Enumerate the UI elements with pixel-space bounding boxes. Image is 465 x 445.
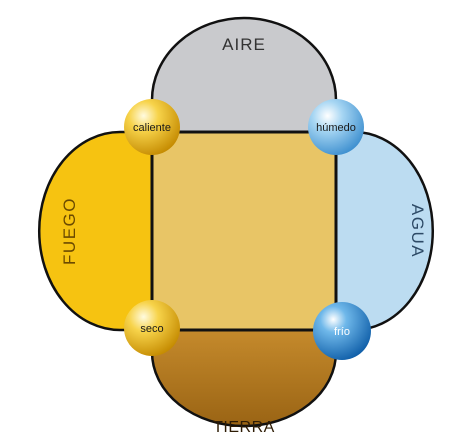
earth-region [150,328,338,428]
wet-quality: húmedo [308,99,364,155]
water-label: AGUA [408,204,427,258]
wet-label: húmedo [316,122,356,134]
air-label: AIRE [222,35,266,54]
dry-quality: seco [124,300,180,356]
cold-quality: frío [313,302,371,360]
hot-quality: caliente [124,99,180,155]
fire-label: FUEGO [60,197,79,265]
wet-sphere [308,99,364,155]
hot-label: caliente [133,122,171,134]
fire-region [37,130,154,332]
earth-label: TIERRA [213,419,275,436]
air-region [150,16,338,134]
dry-sphere [124,300,180,356]
dry-label: seco [140,323,163,335]
water-region [334,130,435,332]
cold-label: frío [334,326,350,338]
hot-sphere [124,99,180,155]
cold-sphere [313,302,371,360]
center-square [150,130,338,332]
